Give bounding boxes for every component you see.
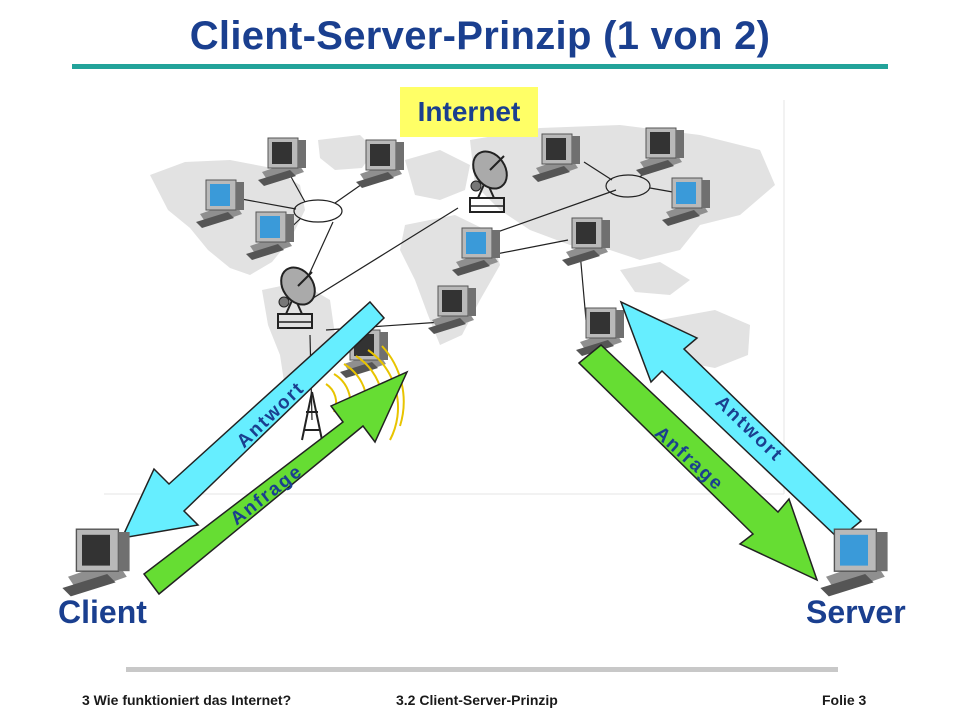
slide-title: Client-Server-Prinzip (1 von 2) <box>189 14 771 58</box>
footer-page-number: Folie 3 <box>822 692 867 708</box>
map-southeast-asia <box>620 262 690 295</box>
arrow-label-left-request: Anfrage <box>227 460 308 529</box>
internet-label: Internet <box>400 87 538 137</box>
footer-chapter: 3 Wie funktioniert das Internet? <box>82 692 292 708</box>
radio-tower-icon <box>301 391 323 441</box>
computer-icon <box>257 137 307 187</box>
network-ring-icon <box>293 199 343 223</box>
map-asia <box>470 125 775 260</box>
client-computer-icon <box>62 528 130 597</box>
title-divider <box>72 64 888 69</box>
map-europe <box>405 150 470 200</box>
network-ring-icon <box>605 174 651 198</box>
server-computer-icon <box>820 528 888 597</box>
footer-divider <box>126 667 838 672</box>
map-greenland <box>318 135 375 170</box>
server-label: Server <box>806 594 906 630</box>
footer-section: 3.2 Client-Server-Prinzip <box>396 692 558 708</box>
client-label: Client <box>58 594 147 630</box>
